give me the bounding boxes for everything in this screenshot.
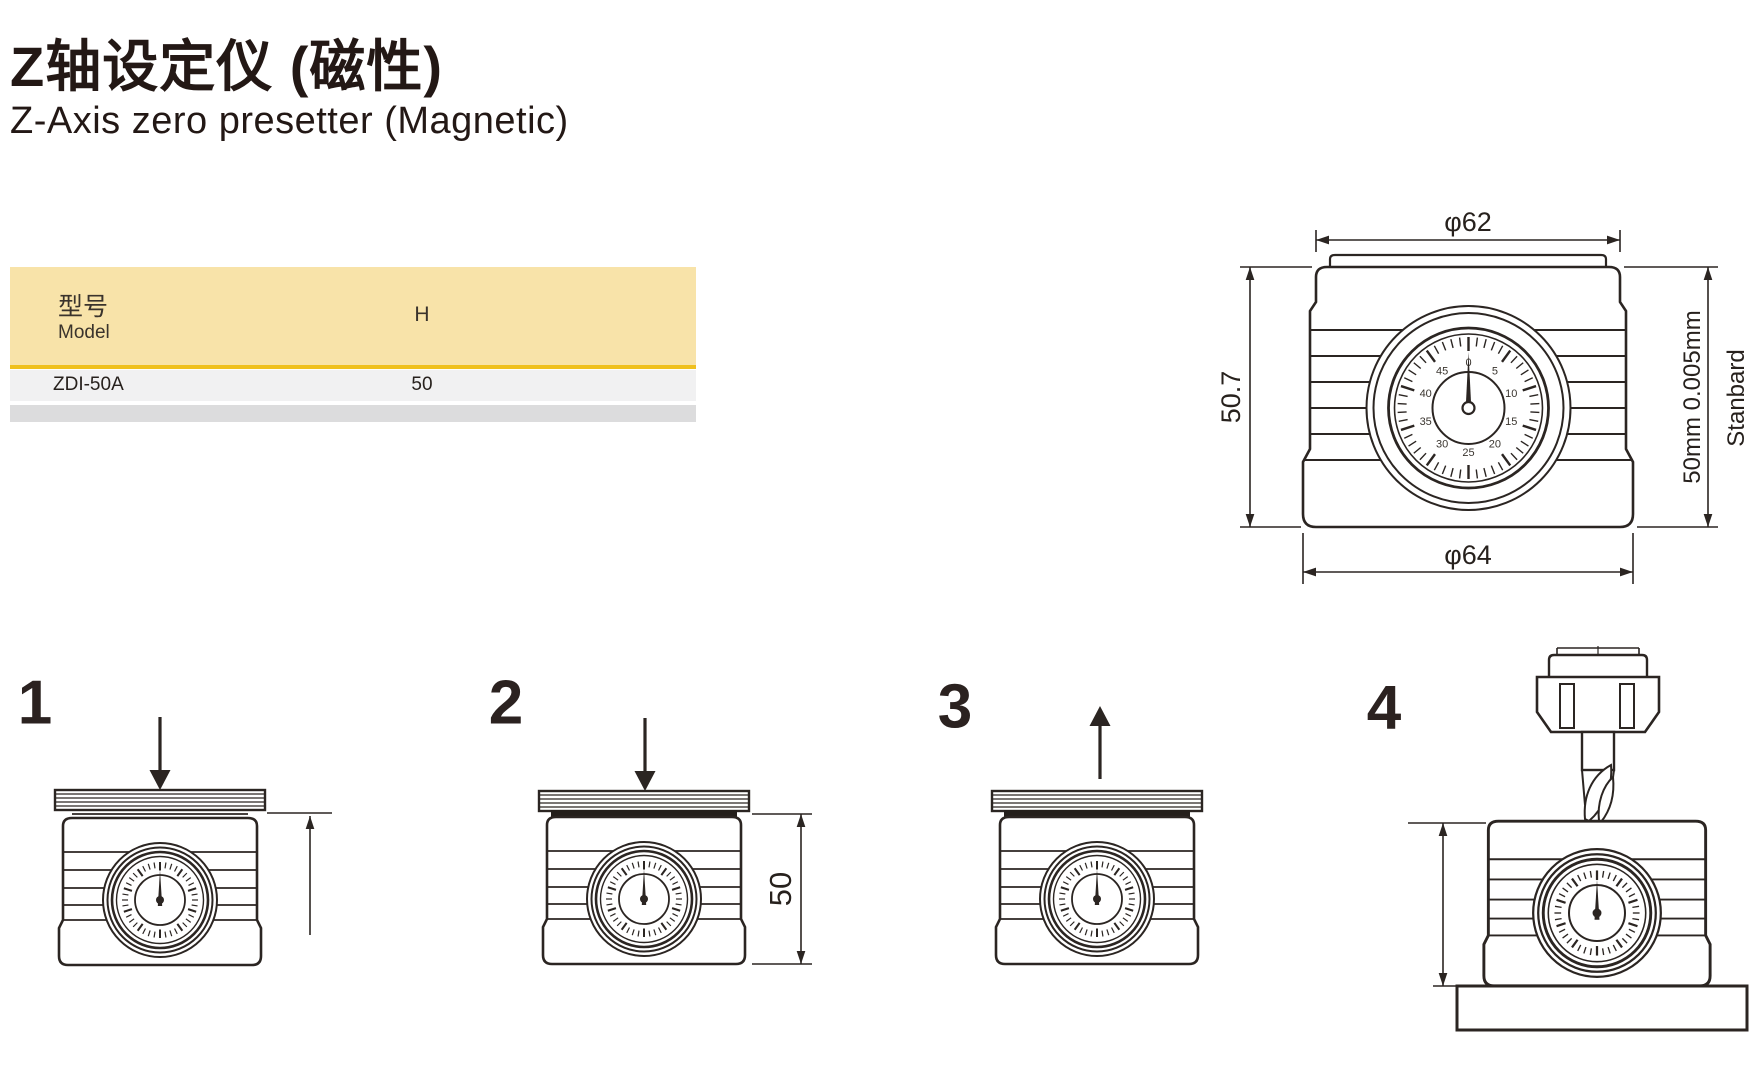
dim-standard-height: 50mm 0.005mm Stanbard bbox=[1624, 266, 1750, 528]
svg-text:35: 35 bbox=[1420, 416, 1432, 428]
step-number-2: 2 bbox=[489, 669, 523, 738]
dim-label-top-diameter: φ62 bbox=[1444, 207, 1492, 237]
dim-label-accuracy-height: 50mm 0.005mm bbox=[1679, 310, 1706, 483]
setting-disc bbox=[53, 788, 267, 812]
table-row-empty bbox=[10, 405, 696, 422]
dial-face: 0 5 10 15 20 25 30 35 40 45 bbox=[1387, 326, 1550, 490]
setting-disc bbox=[990, 789, 1204, 813]
dim-body-height: 50.7 bbox=[1216, 266, 1312, 528]
usage-steps-svg: 1 2 3 4 50 bbox=[18, 646, 1749, 1032]
setting-disc bbox=[537, 789, 751, 813]
svg-text:25: 25 bbox=[1462, 447, 1474, 459]
dim-label-50: 50 bbox=[763, 872, 798, 906]
step3-figure bbox=[990, 704, 1204, 966]
dim-label-bottom-diameter: φ64 bbox=[1444, 540, 1492, 570]
model-header-en: Model bbox=[58, 321, 110, 343]
technical-drawing: 0 5 10 15 20 25 30 35 40 45 φ62 bbox=[1216, 207, 1750, 584]
model-cell: ZDI-50A bbox=[53, 374, 124, 395]
h-column-header: H bbox=[414, 303, 430, 326]
dial-ticks bbox=[1397, 337, 1540, 479]
svg-text:40: 40 bbox=[1420, 388, 1432, 400]
step1-figure bbox=[53, 715, 332, 967]
lift-up-arrow bbox=[1087, 704, 1113, 781]
wrench-slot bbox=[1619, 683, 1635, 729]
page-title-english: Z-Axis zero presetter (Magnetic) bbox=[10, 100, 569, 142]
gold-divider bbox=[10, 365, 696, 369]
step2-figure: 50 bbox=[537, 716, 812, 966]
wrench-slot bbox=[1559, 683, 1575, 729]
model-header-cn: 型号 bbox=[58, 293, 109, 321]
spec-table-header: 型号 Model H bbox=[10, 267, 696, 365]
compressed-seal bbox=[1004, 810, 1190, 817]
dim-label-standard: Stanbard bbox=[1723, 349, 1750, 446]
press-down-arrow bbox=[147, 715, 173, 792]
svg-text:5: 5 bbox=[1492, 366, 1498, 378]
dial-needle bbox=[1465, 352, 1472, 412]
svg-text:10: 10 bbox=[1505, 388, 1517, 400]
compressed-seal bbox=[551, 810, 737, 817]
step4-figure bbox=[1408, 646, 1749, 1032]
step4-dim bbox=[1408, 822, 1486, 987]
svg-text:30: 30 bbox=[1436, 438, 1448, 450]
dim-bottom-diameter: φ64 bbox=[1302, 533, 1634, 584]
dial-boss-inner bbox=[1372, 312, 1565, 504]
presetter-device bbox=[541, 815, 747, 966]
step-number-1: 1 bbox=[18, 669, 52, 738]
press-down-arrow bbox=[632, 716, 658, 793]
model-column-header: 型号 Model bbox=[58, 293, 110, 344]
table-row: ZDI-50A 50 bbox=[10, 370, 696, 401]
end-mill bbox=[1580, 730, 1616, 824]
presetter-device bbox=[994, 815, 1200, 966]
step-number-3: 3 bbox=[938, 673, 972, 742]
presetter-device bbox=[57, 816, 263, 967]
svg-text:45: 45 bbox=[1436, 366, 1448, 378]
step-number-4: 4 bbox=[1367, 674, 1402, 743]
step2-dim: 50 bbox=[752, 813, 812, 965]
dial-hub bbox=[1461, 400, 1476, 416]
svg-text:20: 20 bbox=[1489, 438, 1501, 450]
step1-dim bbox=[267, 812, 332, 935]
page-title-chinese: Z轴设定仪 (磁性) bbox=[10, 35, 444, 98]
top-cap bbox=[1328, 253, 1608, 267]
spec-table: 型号 Model H ZDI-50A 50 bbox=[10, 267, 696, 422]
presetter-device bbox=[1482, 819, 1712, 988]
collet-chuck bbox=[1535, 646, 1661, 734]
h-cell: 50 bbox=[411, 374, 433, 395]
svg-text:15: 15 bbox=[1505, 416, 1517, 428]
machine-table bbox=[1455, 984, 1749, 1032]
dim-top-diameter: φ62 bbox=[1315, 207, 1621, 252]
dim-label-body-height: 50.7 bbox=[1216, 371, 1246, 424]
